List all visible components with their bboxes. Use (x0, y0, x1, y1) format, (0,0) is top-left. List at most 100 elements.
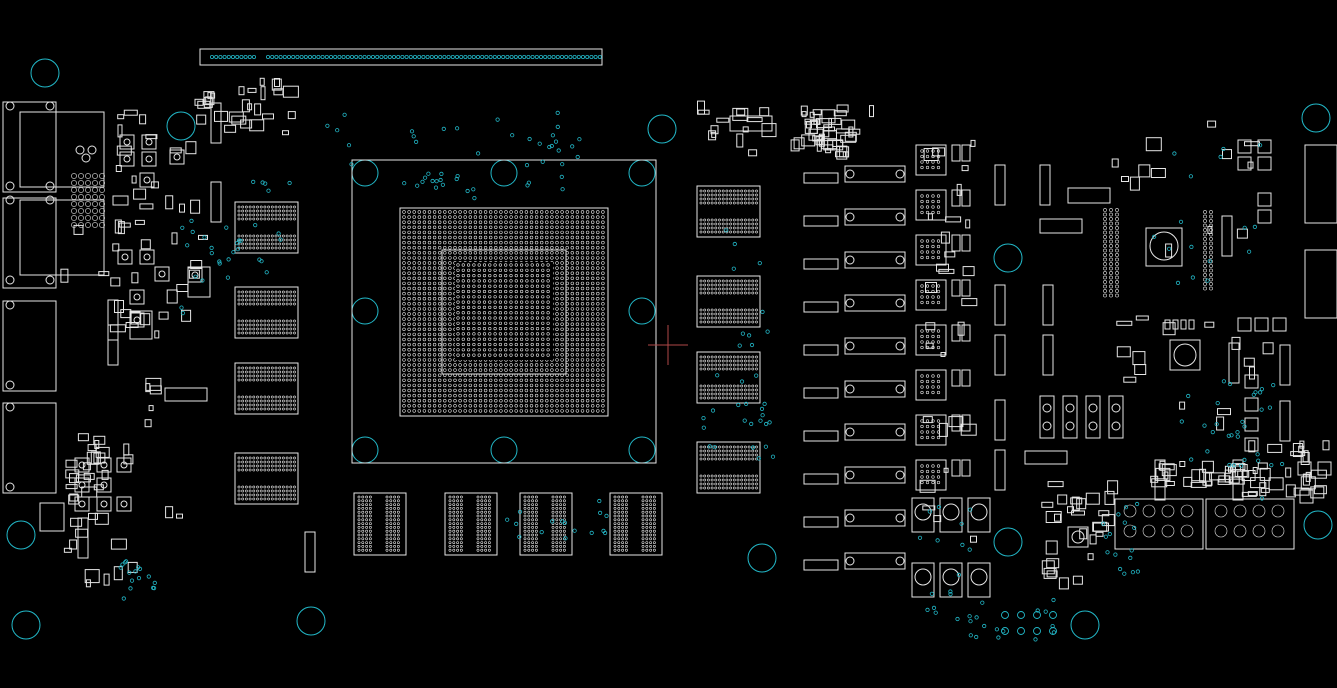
ball-pad (270, 323, 274, 327)
ball-pad (509, 279, 513, 283)
ball-pad (555, 548, 559, 552)
via (1116, 512, 1121, 517)
ball-pad (393, 495, 397, 499)
ball-pad (237, 497, 241, 501)
ball-pad (732, 201, 736, 205)
smd-part (112, 195, 129, 206)
ball-pad (256, 217, 259, 221)
ball-pad (402, 353, 406, 357)
ball-pad (389, 537, 393, 541)
choke-pad (895, 427, 905, 437)
ball-pad (488, 295, 492, 299)
ball-pad (483, 256, 488, 260)
ball-pad (525, 284, 529, 288)
power-connector (1114, 498, 1204, 550)
memory-chips[interactable] (234, 185, 761, 556)
smd-part (1293, 487, 1310, 496)
ball-pad (489, 251, 493, 255)
ball-pad (721, 308, 725, 312)
ball-pad (570, 251, 574, 255)
ball-pad (498, 353, 503, 357)
ball-pad (539, 225, 544, 230)
ball-pad (427, 297, 432, 301)
choke-outline (844, 380, 906, 398)
ball-pad (281, 217, 285, 221)
ball-pad (755, 363, 758, 367)
ball-pad (237, 213, 241, 217)
ball-pad (580, 409, 585, 413)
ball-pad (559, 510, 563, 514)
ball-pad (285, 246, 289, 250)
ball-pad (285, 323, 289, 327)
ball-pad (575, 342, 580, 347)
via (1231, 463, 1237, 468)
ball-pad (504, 332, 508, 336)
pcie-edge-connector[interactable] (199, 48, 603, 66)
ball-pad (480, 541, 484, 545)
via (701, 415, 706, 421)
ball-pad (480, 506, 484, 510)
ball-pad (489, 393, 493, 398)
ball-pad (438, 251, 442, 255)
ball-pad (443, 246, 447, 250)
ball-pad (721, 316, 725, 320)
ball-pad (509, 404, 513, 408)
ball-pad (580, 342, 585, 347)
ball-pad (259, 217, 263, 221)
ball-pad (596, 348, 600, 352)
ball-pad (252, 246, 256, 250)
ball-pad (85, 201, 91, 207)
ball-pad (529, 220, 534, 224)
ball-pad (256, 323, 259, 327)
ball-pad (443, 327, 447, 331)
ball-pad (601, 393, 605, 398)
ball-pad (487, 506, 491, 510)
ball-pad (590, 312, 595, 316)
smd-part (247, 87, 257, 93)
ball-pad (267, 205, 271, 209)
ball-pad (925, 194, 930, 198)
ball-pad (432, 388, 437, 393)
ball-pad (580, 235, 585, 240)
via (763, 421, 769, 427)
ball-pad (478, 230, 483, 235)
ball-pad (244, 238, 248, 242)
ball-pad (453, 388, 457, 393)
ball-pad (699, 312, 703, 316)
ball-pad (477, 295, 481, 299)
io-port-block[interactable] (2, 101, 105, 494)
ball-pad (718, 316, 721, 320)
memory-chip-outline (696, 275, 761, 328)
ball-pad (580, 297, 585, 301)
ball-pad (263, 294, 267, 298)
ball-pad (529, 383, 534, 388)
ball-pad (438, 235, 442, 240)
smd-cap (1317, 461, 1332, 476)
ball-pad (483, 210, 488, 214)
ball-pad (278, 407, 282, 411)
via (226, 257, 231, 262)
smd-part (816, 118, 832, 129)
edge-pin (547, 55, 552, 60)
ball-pad (432, 337, 437, 342)
ball-pad (477, 263, 481, 267)
via (1242, 225, 1247, 230)
small-components[interactable] (39, 77, 1332, 590)
ball-pad (617, 510, 621, 514)
vrm-section[interactable] (803, 144, 1337, 598)
ball-pad (248, 290, 252, 294)
gpu-package[interactable] (351, 159, 657, 464)
smd-part (1132, 351, 1146, 366)
ball-pad (653, 541, 656, 545)
ball-pad (539, 383, 544, 388)
ball-pad (244, 327, 248, 331)
ball-pad (590, 266, 595, 270)
ball-pad (448, 332, 452, 337)
ball-pad (580, 251, 585, 255)
ball-pad (1209, 250, 1213, 255)
smd-part (1155, 467, 1171, 481)
ball-pad (721, 320, 725, 324)
smd-part (848, 128, 861, 135)
choke-pad (895, 169, 905, 179)
